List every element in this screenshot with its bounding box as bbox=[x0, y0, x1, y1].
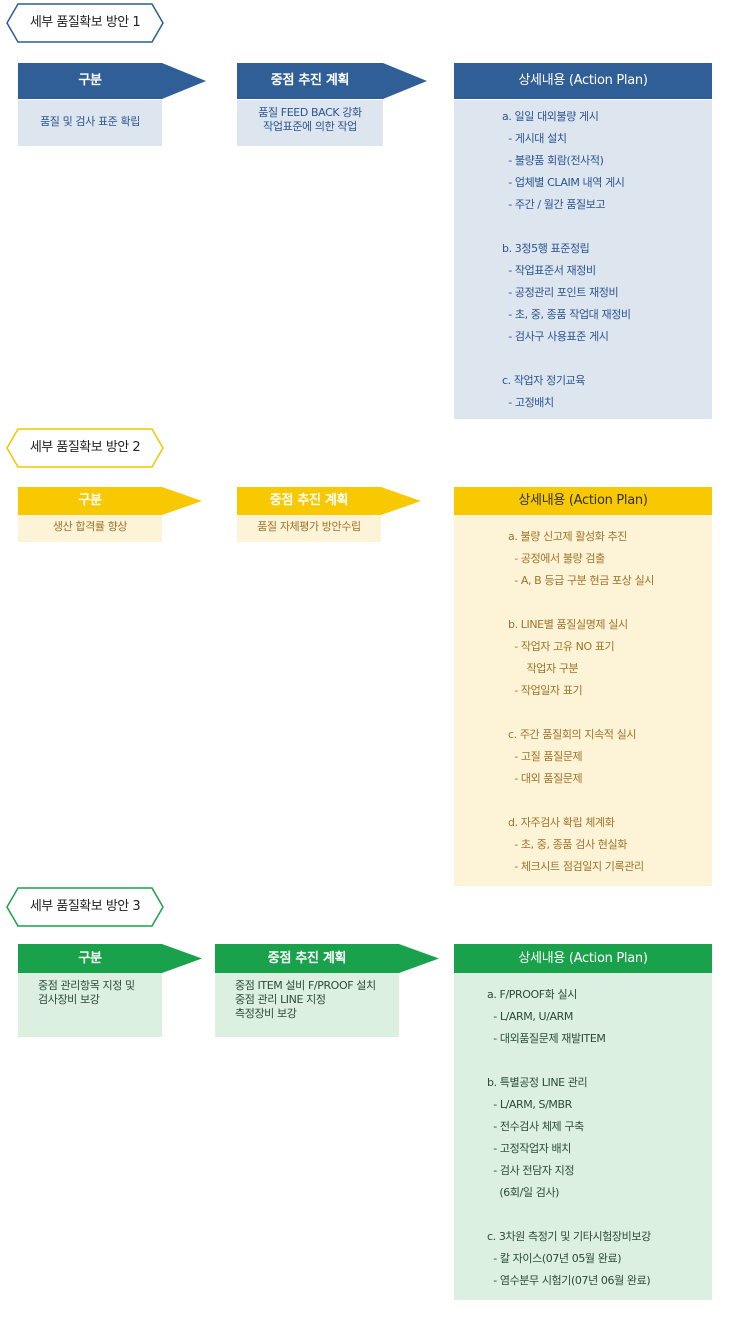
col2-line: 품질 자체평가 방안수립 bbox=[257, 520, 361, 533]
plan-line: - 전수검사 체제 구축 bbox=[487, 1120, 584, 1133]
col1-line: 중점 관리항목 지정 및 bbox=[38, 979, 135, 992]
plan-line: b. 3정5행 표준정립 bbox=[502, 242, 590, 255]
section-1-plan-header: 상세내용 (Action Plan) bbox=[454, 63, 712, 99]
section-2-col1-header: 구분 bbox=[18, 487, 202, 523]
plan-line: a. F/PROOF화 실시 bbox=[487, 988, 577, 1001]
section-3-plan-header: 상세내용 (Action Plan) bbox=[454, 944, 712, 980]
section-3-plan-box: a. F/PROOF화 실시 - L/ARM, U/ARM - 대외품질문제 재… bbox=[454, 973, 712, 1300]
plan-line: - 고질 품질문제 bbox=[508, 750, 583, 763]
plan-line: a. 일일 대외불량 게시 bbox=[502, 110, 599, 123]
plan-line: - 작업자 고유 NO 표기 bbox=[508, 640, 615, 653]
plan-line: - 칼 자이스(07년 05월 완료) bbox=[487, 1252, 622, 1265]
plan-line: - A, B 등급 구분 현금 포상 실시 bbox=[508, 574, 655, 587]
col1-line: 생산 합격률 향상 bbox=[52, 520, 128, 533]
plan-line: - 고정배치 bbox=[502, 396, 554, 409]
col1-header-label: 구분 bbox=[78, 951, 102, 966]
section-3-col1-header: 구분 bbox=[18, 944, 202, 980]
plan-line: - 초, 중, 종품 작업대 재정비 bbox=[502, 308, 631, 321]
plan-line: - L/ARM, U/ARM bbox=[487, 1010, 573, 1023]
tag-frame-icon bbox=[6, 887, 164, 927]
plan-line: - 작업일자 표기 bbox=[508, 684, 583, 697]
plan-line: - 업체별 CLAIM 내역 게시 bbox=[502, 176, 625, 189]
plan-line: 작업자 구분 bbox=[508, 662, 579, 675]
plan-line: c. 주간 품질회의 지속적 실시 bbox=[508, 728, 637, 741]
section-1-tag: 세부 품질확보 방안 1 bbox=[6, 3, 164, 43]
plan-line: c. 3차원 측정기 및 기타시험장비보강 bbox=[487, 1230, 651, 1243]
plan-line bbox=[508, 790, 712, 812]
col2-header-label: 중점 추진 계획 bbox=[267, 951, 347, 966]
tag-frame-icon bbox=[6, 428, 164, 468]
section-1: 세부 품질확보 방안 1 구분 품질 및 검사 표준 확립 중점 추진 계획 품… bbox=[0, 3, 730, 423]
section-3-col1-box: 중점 관리항목 지정 및 검사장비 보강 bbox=[18, 973, 162, 1037]
plan-line: (6회/일 검사) bbox=[487, 1186, 560, 1199]
section-2-col2-header: 중점 추진 계획 bbox=[237, 487, 421, 523]
plan-line bbox=[487, 1050, 712, 1072]
col2-line: 측정장비 보강 bbox=[235, 1007, 297, 1020]
section-2-plan-box: a. 불량 신고제 활성화 추진 - 공정에서 불량 검출 - A, B 등급 … bbox=[454, 515, 712, 886]
section-1-col2-header: 중점 추진 계획 bbox=[237, 63, 427, 99]
plan-line: - 초, 중, 종품 검사 현실화 bbox=[508, 838, 627, 851]
section-2-tag: 세부 품질확보 방안 2 bbox=[6, 428, 164, 468]
plan-line bbox=[487, 1204, 712, 1226]
col1-header-label: 구분 bbox=[78, 493, 102, 508]
plan-line bbox=[508, 702, 712, 724]
plan-line: b. 특별공정 LINE 관리 bbox=[487, 1076, 588, 1089]
plan-line: c. 작업자 정기교육 bbox=[502, 374, 585, 387]
section-1-col2-box: 품질 FEED BACK 강화 작업표준에 의한 작업 bbox=[237, 100, 383, 146]
plan-line: - 염수분무 시험기(07년 06월 완료) bbox=[487, 1274, 651, 1287]
section-3-col2-header: 중점 추진 계획 bbox=[215, 944, 439, 980]
plan-header-label: 상세내용 (Action Plan) bbox=[518, 493, 648, 508]
section-1-col1-header: 구분 bbox=[18, 63, 206, 99]
section-1-title: 세부 품질확보 방안 1 bbox=[29, 15, 141, 30]
col1-line: 검사장비 보강 bbox=[38, 993, 100, 1006]
plan-line bbox=[502, 216, 712, 238]
plan-header-label: 상세내용 (Action Plan) bbox=[518, 951, 648, 966]
plan-header-label: 상세내용 (Action Plan) bbox=[518, 73, 648, 88]
section-2-title: 세부 품질확보 방안 2 bbox=[29, 440, 141, 455]
tag-frame-icon bbox=[6, 3, 164, 43]
section-3-col2-box: 중점 ITEM 설비 F/PROOF 설치 중점 관리 LINE 지정 측정장비… bbox=[215, 973, 399, 1037]
section-2-col1-box: 생산 합격률 향상 bbox=[18, 515, 162, 542]
plan-line: a. 불량 신고제 활성화 추진 bbox=[508, 530, 628, 543]
plan-line: b. LINE별 품질실명제 실시 bbox=[508, 618, 628, 631]
section-2-plan-header: 상세내용 (Action Plan) bbox=[454, 487, 712, 523]
section-3-title: 세부 품질확보 방안 3 bbox=[29, 899, 141, 914]
col1-header-label: 구분 bbox=[78, 73, 102, 88]
col1-line: 품질 및 검사 표준 확립 bbox=[40, 115, 140, 128]
plan-line: - 검사구 사용표준 게시 bbox=[502, 330, 609, 343]
section-3-tag: 세부 품질확보 방안 3 bbox=[6, 887, 164, 927]
plan-line: - 불량품 회람(전사적) bbox=[502, 154, 604, 167]
plan-line: - 대외 품질문제 bbox=[508, 772, 583, 785]
plan-line: - 체크시트 점검일지 기록관리 bbox=[508, 860, 644, 873]
plan-line: - 게시대 설치 bbox=[502, 132, 567, 145]
section-2-col2-box: 품질 자체평가 방안수립 bbox=[237, 515, 381, 542]
plan-line bbox=[502, 348, 712, 370]
plan-line: d. 자주검사 확립 체계화 bbox=[508, 816, 615, 829]
plan-line: - 공정관리 포인트 재정비 bbox=[502, 286, 619, 299]
col2-line: 품질 FEED BACK 강화 bbox=[258, 106, 362, 119]
plan-line: - 주간 / 월간 품질보고 bbox=[502, 198, 606, 211]
plan-line: - 고정작업자 배치 bbox=[487, 1142, 571, 1155]
col2-header-label: 중점 추진 계획 bbox=[269, 493, 349, 508]
plan-line bbox=[508, 592, 712, 614]
col2-header-label: 중점 추진 계획 bbox=[270, 73, 350, 88]
col2-line: 중점 ITEM 설비 F/PROOF 설치 bbox=[235, 979, 376, 992]
plan-line: - L/ARM, S/MBR bbox=[487, 1098, 572, 1111]
section-3: 세부 품질확보 방안 3 구분 중점 관리항목 지정 및 검사장비 보강 중점 … bbox=[0, 887, 730, 1307]
section-2: 세부 품질확보 방안 2 구분 생산 합격률 향상 중점 추진 계획 품질 자체… bbox=[0, 428, 730, 888]
plan-line: - 작업표준서 재정비 bbox=[502, 264, 596, 277]
col2-line: 중점 관리 LINE 지정 bbox=[235, 993, 326, 1006]
section-1-plan-box: a. 일일 대외불량 게시 - 게시대 설치 - 불량품 회람(전사적) - 업… bbox=[454, 100, 712, 419]
plan-line: - 검사 전담자 지정 bbox=[487, 1164, 575, 1177]
plan-line: - 공정에서 불량 검출 bbox=[508, 552, 605, 565]
plan-line: - 대외품질문제 재발ITEM bbox=[487, 1032, 606, 1045]
section-1-col1-box: 품질 및 검사 표준 확립 bbox=[18, 100, 162, 146]
col2-line: 작업표준에 의한 작업 bbox=[263, 120, 357, 133]
